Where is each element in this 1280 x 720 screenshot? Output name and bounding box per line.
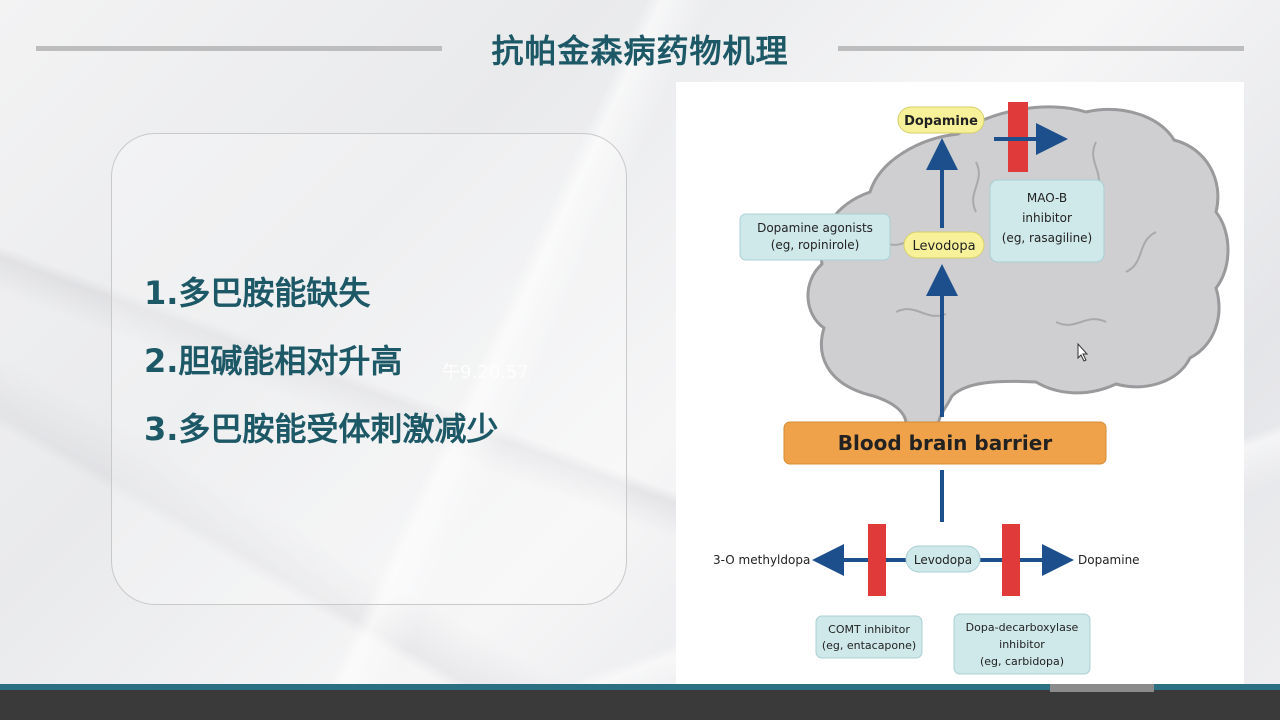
footer-tab (1050, 684, 1154, 692)
overlay-timestamp: 午9.20.57 (442, 362, 529, 383)
mao-b-box (989, 179, 1105, 263)
levodopa-periph-label: Levodopa (914, 553, 972, 567)
diagram-svg: Dopamine MAO-B inhibitor (eg, rasagiline… (713, 102, 1230, 675)
ddc-line1: Dopa-decarboxylase (966, 621, 1079, 634)
slide-title: 抗帕金森病药物机理 (491, 32, 789, 70)
dopamine-top-label: Dopamine (904, 114, 978, 129)
dopamine-periph-label: Dopamine (1078, 553, 1140, 567)
point-1: 1.多巴胺能缺失 (144, 274, 371, 312)
point-3: 3.多巴胺能受体刺激减少 (144, 410, 499, 448)
dopamine-top-pill (897, 106, 985, 134)
dopamine-agonists-box (739, 213, 891, 261)
ddc-box (953, 613, 1091, 675)
comt-line1: COMT inhibitor (828, 623, 910, 636)
levodopa-brain-label: Levodopa (912, 239, 975, 254)
mao-b-line3: (eg, rasagiline) (1002, 231, 1093, 245)
footer-accent-line (0, 684, 1280, 690)
comt-box (815, 615, 923, 659)
mao-b-line1: MAO-B (1027, 191, 1067, 205)
brain-shape (806, 105, 1230, 429)
agonists-line2: (eg, ropinirole) (771, 238, 860, 252)
comt-inhibitor-bar (868, 524, 886, 596)
title-rule-right (838, 46, 1244, 51)
comt-line2: (eg, entacapone) (822, 639, 916, 652)
blood-brain-barrier-label: Blood brain barrier (838, 431, 1053, 455)
levodopa-brain-pill (903, 231, 985, 259)
mao-b-line2: inhibitor (1022, 211, 1072, 225)
levodopa-periph-pill (905, 545, 981, 573)
parkinson-mechanism-diagram: Dopamine MAO-B inhibitor (eg, rasagiline… (676, 82, 1244, 684)
title-rule-left (36, 46, 442, 51)
ddc-line3: (eg, carbidopa) (980, 655, 1064, 668)
methyldopa-label: 3-O methyldopa (713, 553, 810, 567)
agonists-line1: Dopamine agonists (757, 221, 873, 235)
blood-brain-barrier-bar (783, 421, 1107, 465)
ddc-line2: inhibitor (999, 638, 1045, 651)
mouse-cursor-icon (1077, 342, 1089, 362)
ddc-inhibitor-bar (1002, 524, 1020, 596)
points-box (111, 133, 627, 605)
point-2: 2.胆碱能相对升高 (144, 342, 403, 380)
